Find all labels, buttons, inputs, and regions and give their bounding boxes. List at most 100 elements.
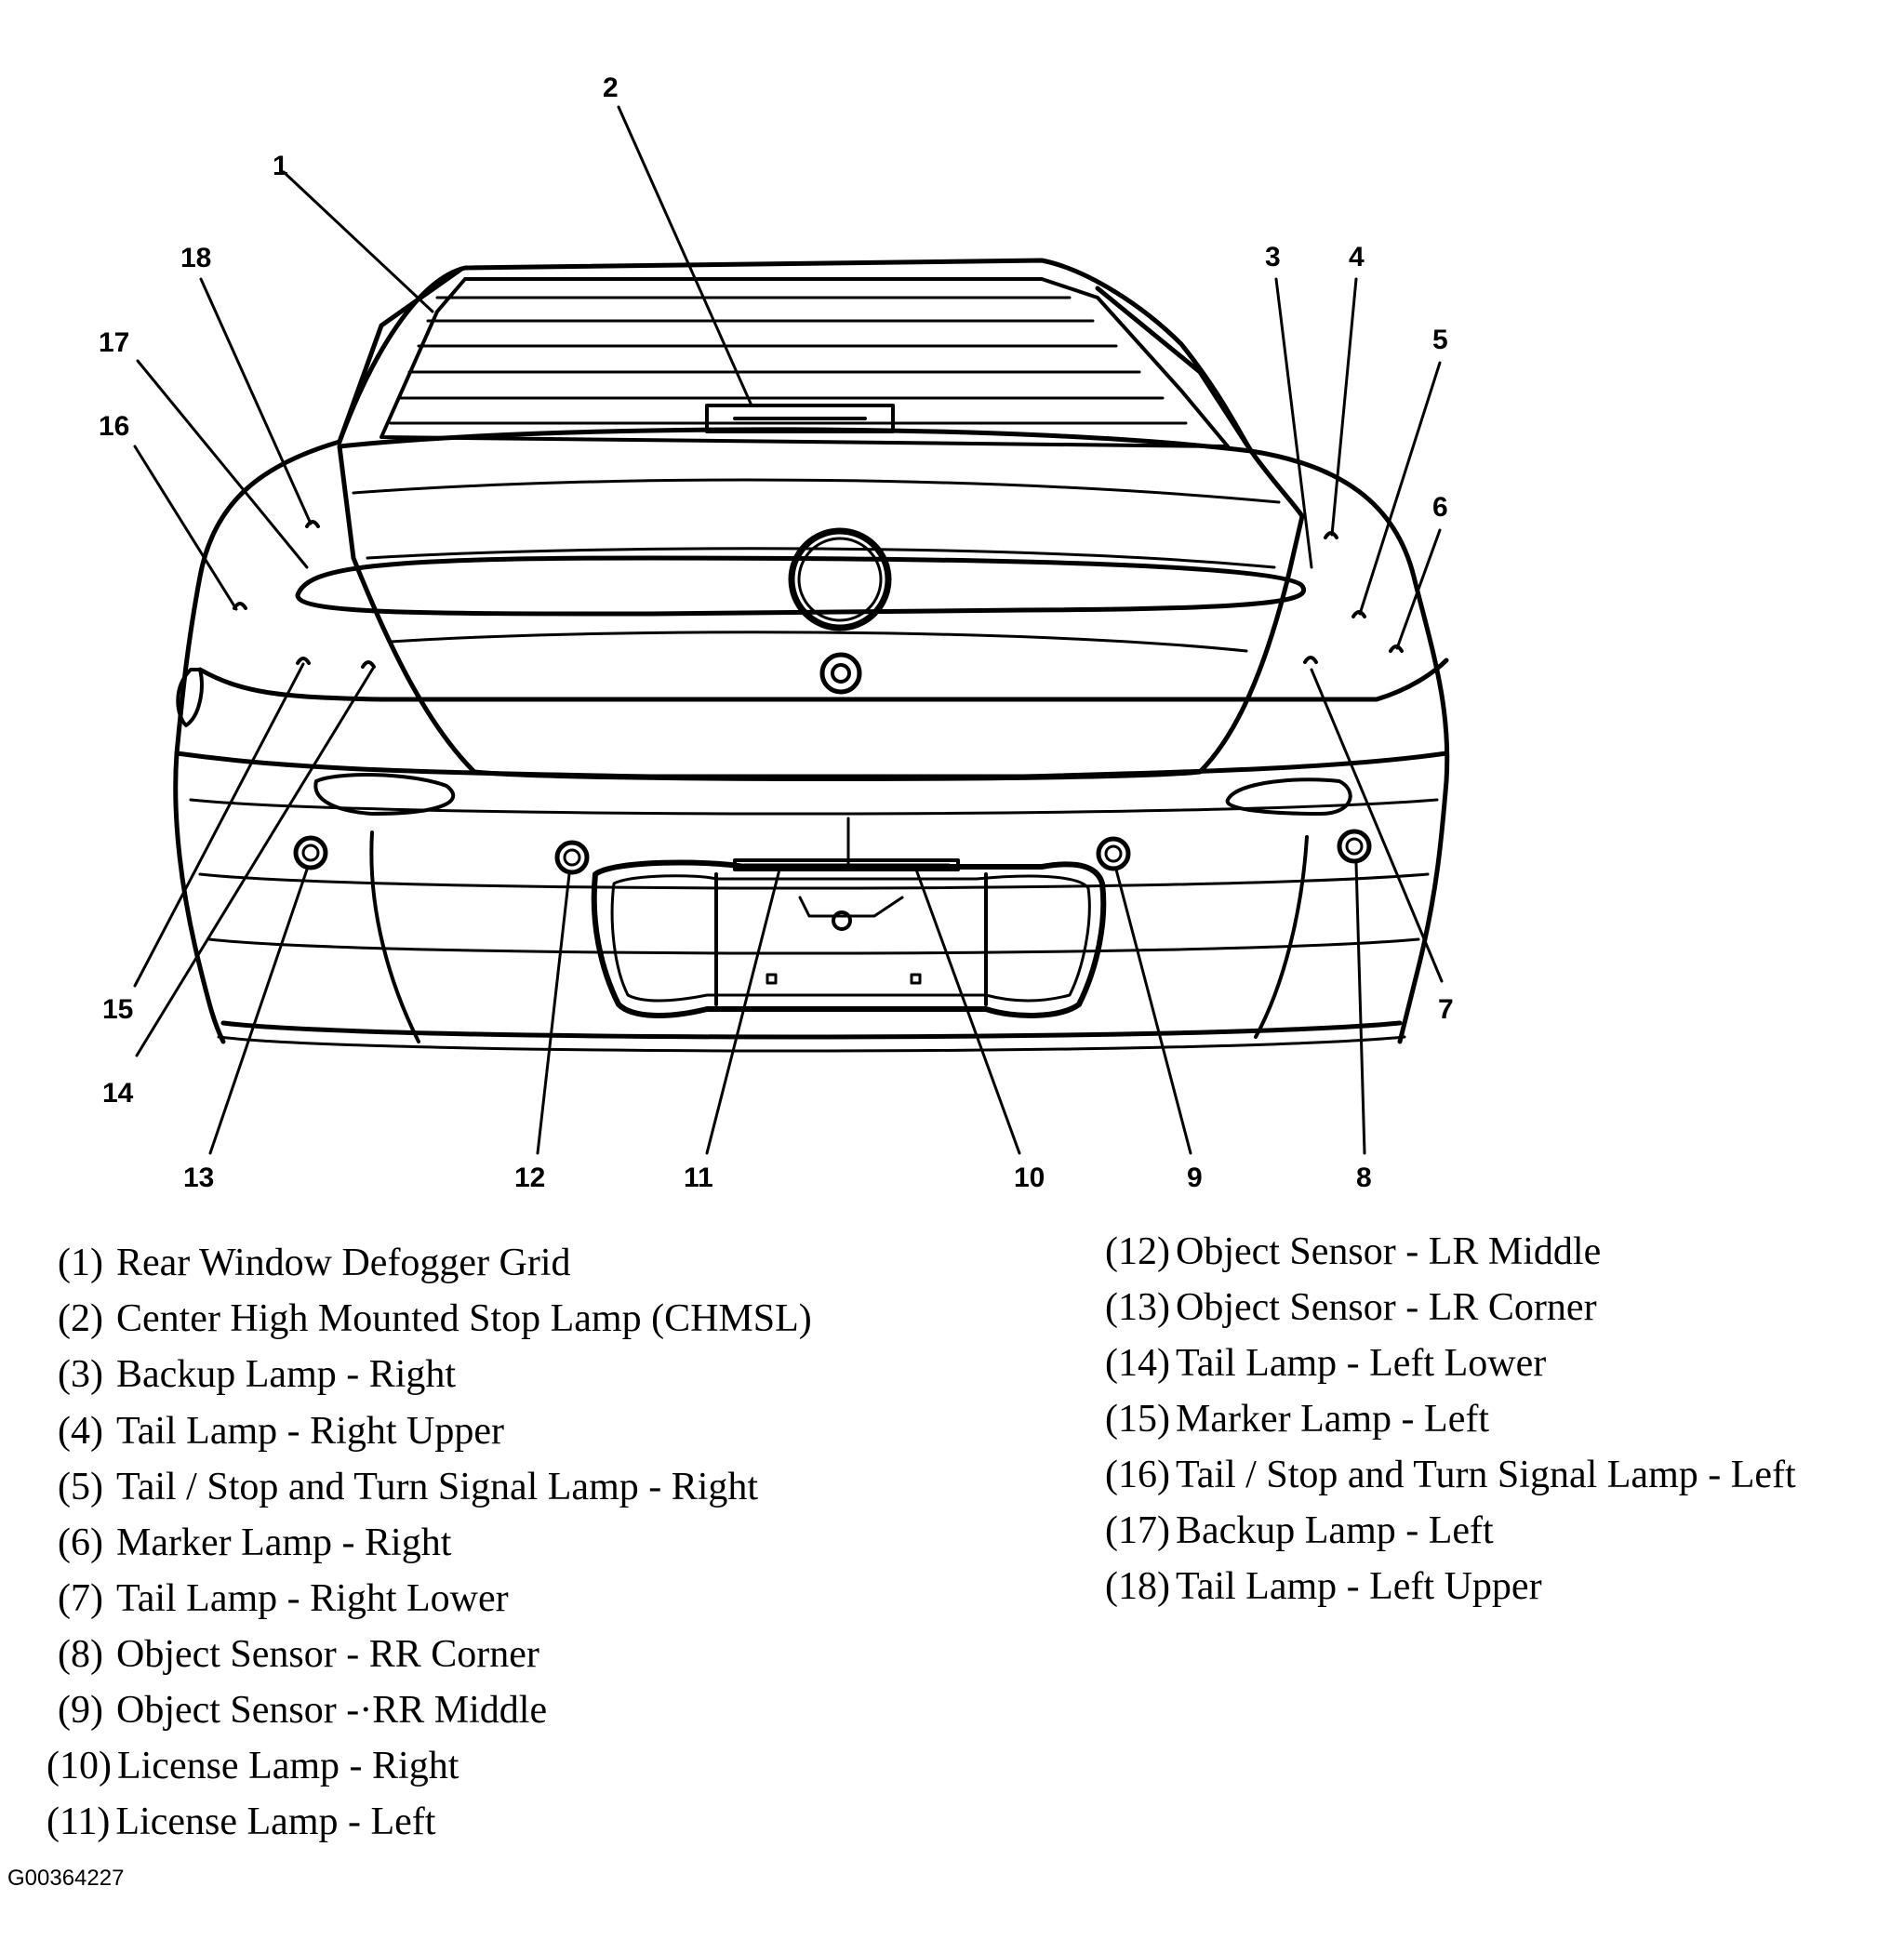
leader-6 bbox=[1395, 528, 1442, 650]
lower-tail-lamp-band bbox=[197, 658, 1449, 702]
legend-item-18: (18)Tail Lamp - Left Upper bbox=[1105, 1567, 1542, 1606]
legend-text: Tail / Stop and Turn Signal Lamp - Left bbox=[1175, 1454, 1796, 1496]
legend-item-8: (8) Object Sensor - RR Corner bbox=[58, 1635, 539, 1674]
legend-text: Object Sensor - LR Middle bbox=[1175, 1230, 1602, 1273]
upper-tail-lamp-band bbox=[295, 555, 1307, 617]
legend-item-16: (16)Tail / Stop and Turn Signal Lamp - L… bbox=[1105, 1455, 1796, 1495]
lock-cylinder-core bbox=[831, 663, 851, 684]
legend-text: Tail / Stop and Turn Signal Lamp - Right bbox=[115, 1466, 759, 1508]
callout-16: 16 bbox=[99, 411, 129, 442]
bumper-line-2 bbox=[198, 872, 1430, 890]
legend-number: (17) bbox=[1105, 1509, 1170, 1552]
leader-17 bbox=[136, 359, 309, 569]
c-pillar-left bbox=[337, 267, 463, 445]
lock-cylinder bbox=[819, 652, 862, 695]
bumper-bottom bbox=[220, 1020, 1403, 1040]
deck-lid-line-3 bbox=[389, 631, 1248, 653]
leader-10 bbox=[914, 868, 1021, 1155]
callout-10: 10 bbox=[1014, 1162, 1045, 1193]
legend-item-13: (13)Object Sensor - LR Corner bbox=[1105, 1288, 1597, 1327]
vehicle-rear-view-drawing: 1 2 3 4 5 6 7 8 9 10 11 12 13 14 15 16 1… bbox=[99, 73, 1454, 1193]
deck-lid-crease bbox=[352, 478, 1281, 504]
sensor-9-inner bbox=[1104, 844, 1123, 863]
legend-item-12: (12)Object Sensor - LR Middle bbox=[1105, 1232, 1601, 1271]
legend-number: (15) bbox=[1105, 1398, 1170, 1441]
legend-number: (18) bbox=[1105, 1565, 1170, 1608]
legend-number: (9) bbox=[58, 1689, 103, 1732]
leader-13 bbox=[208, 868, 309, 1155]
legend-text: Backup Lamp - Left bbox=[1175, 1509, 1494, 1552]
emblem-inner bbox=[797, 537, 883, 622]
leader-1 bbox=[282, 170, 434, 313]
legend-number: (4) bbox=[58, 1410, 103, 1453]
legend-text: Object Sensor -·RR Middle bbox=[115, 1689, 548, 1732]
legend-number: (1) bbox=[58, 1242, 103, 1284]
left-side-marker bbox=[176, 668, 204, 727]
bumper-top-line bbox=[174, 751, 1449, 779]
leader-14 bbox=[135, 665, 376, 1057]
legend-number: (3) bbox=[58, 1353, 103, 1396]
leader-lines bbox=[133, 105, 1444, 1155]
legend-text: Marker Lamp - Left bbox=[1175, 1398, 1489, 1441]
legend-text: Tail Lamp - Left Upper bbox=[1175, 1565, 1542, 1608]
legend-number: (2) bbox=[58, 1297, 103, 1340]
legend-item-11: (11)License Lamp - Left bbox=[47, 1802, 435, 1841]
legend-text: Tail Lamp - Left Lower bbox=[1175, 1342, 1547, 1385]
bumper-lower-lip bbox=[217, 1035, 1406, 1053]
license-plate-bracket bbox=[798, 896, 904, 918]
legend-text: Object Sensor - RR Corner bbox=[115, 1633, 539, 1676]
legend-text: Marker Lamp - Right bbox=[115, 1521, 452, 1564]
bumper-line-3 bbox=[207, 937, 1420, 955]
legend-item-2: (2) Center High Mounted Stop Lamp (CHMSL) bbox=[58, 1299, 812, 1338]
legend-number: (7) bbox=[58, 1577, 103, 1620]
legend-item-1: (1) Rear Window Defogger Grid bbox=[58, 1243, 571, 1282]
legend-item-3: (3) Backup Lamp - Right bbox=[58, 1355, 456, 1394]
fascia-left-line bbox=[369, 830, 420, 1043]
legend-text: Rear Window Defogger Grid bbox=[115, 1242, 571, 1284]
callout-18: 18 bbox=[180, 243, 211, 273]
legend-number: (5) bbox=[58, 1466, 103, 1508]
roof-outline bbox=[337, 258, 1254, 454]
leader-5 bbox=[1358, 361, 1442, 616]
legend-item-5: (5) Tail / Stop and Turn Signal Lamp - Ri… bbox=[58, 1468, 758, 1507]
sensor-13-inner bbox=[301, 844, 320, 862]
rear-window-frame bbox=[379, 277, 1230, 448]
sensor-13-outer bbox=[293, 835, 328, 870]
deck-lid-line-2 bbox=[366, 547, 1276, 569]
callout-3: 3 bbox=[1265, 242, 1281, 272]
c-pillar-right bbox=[1095, 286, 1254, 454]
legend-item-17: (17)Backup Lamp - Left bbox=[1105, 1511, 1494, 1550]
callout-5: 5 bbox=[1432, 325, 1448, 355]
legend-number: (12) bbox=[1105, 1230, 1170, 1273]
figure-id: G00364227 bbox=[7, 1866, 125, 1891]
sensor-8-outer bbox=[1337, 829, 1372, 864]
legend-item-9: (9) Object Sensor -·RR Middle bbox=[58, 1691, 547, 1730]
callout-14: 14 bbox=[102, 1078, 134, 1109]
license-pocket-inner bbox=[610, 874, 1091, 1003]
callout-8: 8 bbox=[1356, 1162, 1372, 1193]
callout-9: 9 bbox=[1187, 1162, 1203, 1193]
callout-7: 7 bbox=[1438, 994, 1454, 1025]
defogger-grid bbox=[389, 296, 1188, 425]
license-mount-hole-right bbox=[910, 973, 922, 985]
legend-text: Tail Lamp - Right Lower bbox=[115, 1577, 509, 1620]
legend-text: Backup Lamp - Right bbox=[115, 1353, 457, 1396]
legend-number: (16) bbox=[1105, 1454, 1170, 1496]
callout-4: 4 bbox=[1349, 242, 1365, 272]
legend-item-10: (10)License Lamp - Right bbox=[47, 1747, 459, 1786]
legend-number: (8) bbox=[58, 1633, 103, 1676]
leader-2 bbox=[617, 105, 753, 407]
sensor-12-inner bbox=[563, 848, 581, 867]
deck-lid bbox=[337, 427, 1305, 781]
legend-text: Tail Lamp - Right Upper bbox=[115, 1410, 504, 1453]
callout-6: 6 bbox=[1432, 492, 1448, 523]
leader-15 bbox=[133, 662, 305, 988]
legend-number: (13) bbox=[1105, 1286, 1170, 1329]
legend-item-4: (4) Tail Lamp - Right Upper bbox=[58, 1412, 504, 1451]
leader-11 bbox=[705, 868, 781, 1155]
sensor-8-inner bbox=[1345, 837, 1364, 856]
sensor-9-outer bbox=[1096, 836, 1131, 871]
leader-4 bbox=[1330, 277, 1358, 537]
legend-text: Center High Mounted Stop Lamp (CHMSL) bbox=[115, 1297, 812, 1340]
